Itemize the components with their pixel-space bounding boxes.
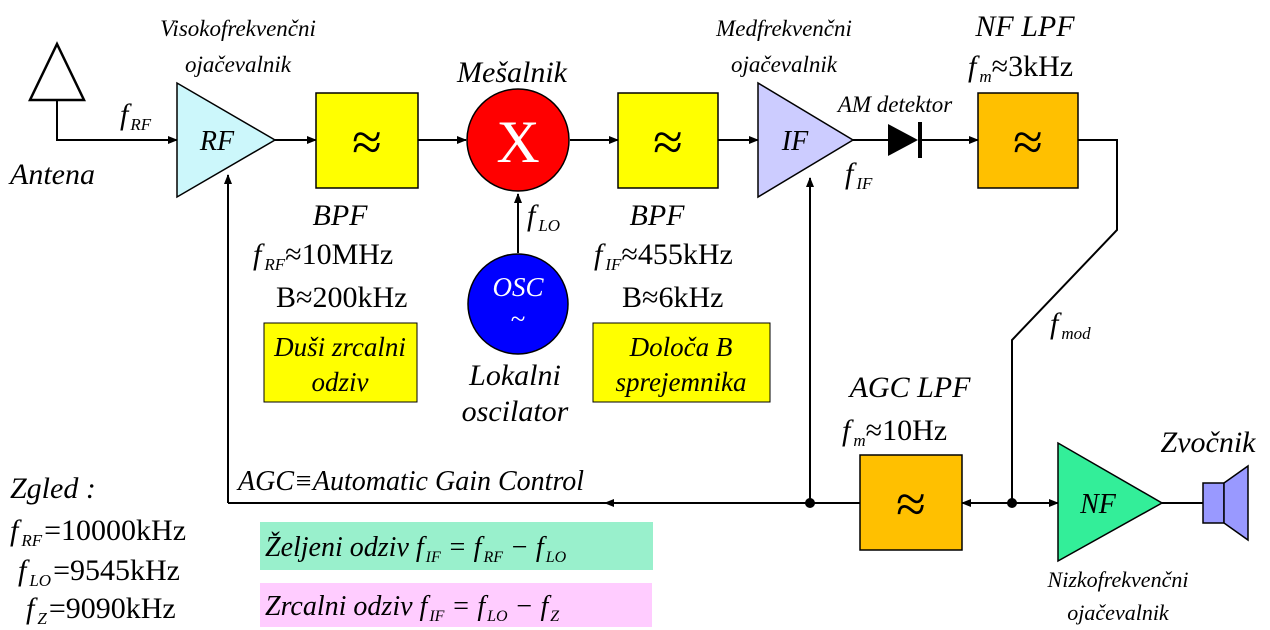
agc-label: AGC≡Automatic Gain Control (236, 466, 584, 497)
bpf-rf-name: BPF (313, 199, 369, 232)
bpf-if-note-2: sprejemnika (616, 367, 747, 397)
bpf-if-box (617, 92, 719, 189)
bpf-if-note-box (592, 322, 771, 403)
rf-amp-title-2: ojačevalnik (185, 52, 292, 77)
osc-tilde: ~ (511, 304, 526, 334)
bpf-rf-symbol: ≈ (352, 112, 382, 172)
image-response-bg (260, 583, 652, 627)
rf-amp-symbol: RF (199, 126, 235, 157)
if-amp-title-2: ojačevalnik (731, 52, 838, 77)
diode-icon (888, 124, 918, 156)
bpf-if-bandwidth: B≈6kHz (622, 281, 723, 314)
nf-amplifier: NF Nizkofrekvenčni ojačevalnik (1047, 441, 1189, 625)
nf-amp-triangle (1057, 441, 1164, 563)
nf-lpf-symbol: ≈ (1013, 112, 1043, 172)
speaker-icon (1202, 464, 1249, 542)
speaker: Zvočnik (1161, 426, 1257, 542)
antenna-icon (28, 41, 86, 102)
desired-response-bg (260, 522, 653, 570)
mixer-title: Mešalnik (456, 56, 568, 89)
example-title: Zgled : (10, 472, 96, 505)
osc-title-2: oscilator (462, 395, 569, 428)
osc-label: OSC (492, 272, 544, 302)
junction-dot-agc (805, 498, 815, 508)
agc-lpf-title: AGC LPF (848, 371, 972, 404)
osc-circle (467, 253, 569, 355)
mixer-circle (466, 88, 570, 192)
bpf-if-note-1: Določa B (629, 332, 733, 362)
bpf-rf-note-2: odziv (312, 367, 369, 397)
agc-lpf-symbol: ≈ (896, 474, 926, 534)
bpf-rf-note-box (263, 322, 418, 403)
agc-lpf-box (859, 454, 963, 551)
bpf-if-symbol: ≈ (653, 112, 683, 172)
rf-amp-title-1: Visokofrekvenčni (160, 16, 316, 41)
nf-amp-title-2: ojačevalnik (1067, 600, 1170, 625)
signal-wires (56, 100, 1203, 508)
antenna-label: Antena (8, 158, 95, 191)
am-detector: AM detektor (836, 92, 953, 158)
speaker-label: Zvočnik (1161, 426, 1257, 459)
nf-amp-title-1: Nizkofrekvenčni (1047, 567, 1189, 592)
junction-dot-mod (1007, 498, 1017, 508)
nf-lpf-box (977, 92, 1079, 189)
nf-lpf-title: NF LPF (974, 10, 1075, 43)
bpf-rf-bandwidth: B≈200kHz (276, 281, 407, 314)
bpf-rf-box (315, 92, 419, 189)
bpf-if-name: BPF (630, 199, 686, 232)
osc-title-1: Lokalni (468, 359, 561, 392)
local-oscillator: OSC ~ Lokalni oscilator (462, 253, 569, 428)
bpf-rf-note-1: Duši zrcalni (273, 332, 406, 362)
if-amp-triangle (757, 81, 855, 199)
rf-amp-triangle (176, 81, 277, 199)
mixer-symbol: X (496, 109, 539, 175)
detector-label: AM detektor (836, 92, 953, 117)
rf-amplifier: Visokofrekvenčni ojačevalnik RF (160, 16, 316, 199)
nf-amp-symbol: NF (1079, 489, 1117, 520)
if-amp-symbol: IF (781, 126, 809, 157)
if-amp-title-1: Medfrekvenčni (715, 16, 852, 41)
